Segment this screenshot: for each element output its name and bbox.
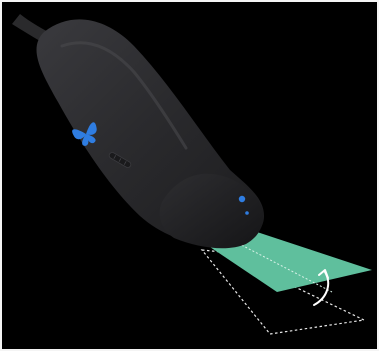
indicator-dot-icon <box>239 196 245 202</box>
indicator-dot-small <box>245 211 249 215</box>
